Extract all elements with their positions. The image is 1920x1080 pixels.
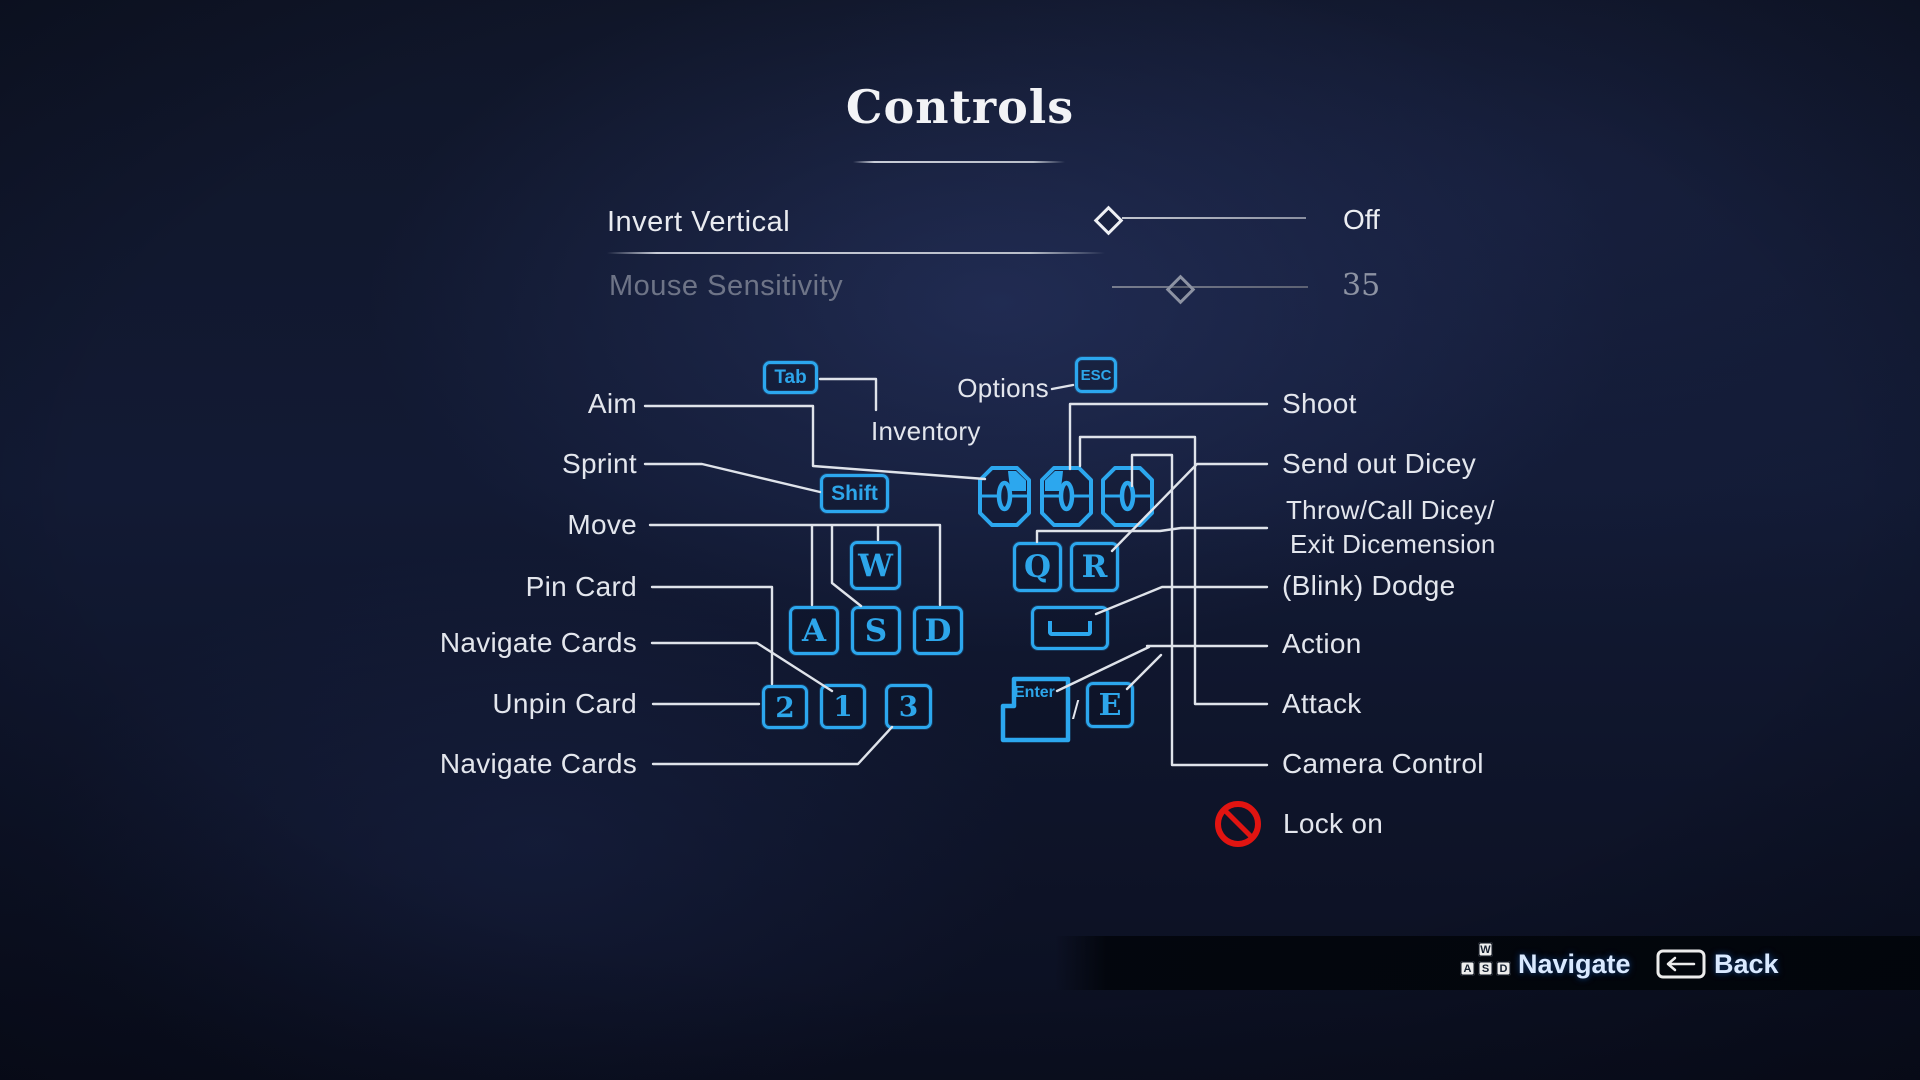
key-2: 2 [762,685,808,729]
binding-label-pin-card: Pin Card [525,571,637,602]
left-button-fill [1045,471,1063,491]
left-mouse-button-icon [1040,466,1093,527]
binding-label-aim: Aim [587,388,637,419]
line-space-to-blink-dodge [1094,585,1269,616]
key-tab: Tab [763,361,818,394]
line-navigate-cards-to-3 [651,725,894,766]
enter-key-label: Enter [1014,684,1055,701]
binding-label-lock-on: Lock on [1283,808,1384,839]
prohibition-slash [1222,808,1254,840]
key-a: A [789,606,839,655]
line-pin-card-to-2 [650,585,774,686]
invert-vertical-slider-handle[interactable] [1093,205,1124,236]
line-sprint-to-shift [643,462,822,494]
key-shift: Shift [820,474,889,513]
binding-label-navigate-cards-2: Navigate Cards [439,748,637,779]
key-w: W [850,541,901,590]
binding-label-attack: Attack [1282,688,1362,719]
wasd-a-key: A [1460,961,1475,976]
row-divider [607,252,1105,254]
binding-label-send-out-dicey: Send out Dicey [1282,448,1477,479]
setting-label: Invert Vertical [607,206,791,238]
binding-label-exit-dicemension: Exit Dicemension [1290,529,1496,559]
line-options-to-esc [1050,383,1075,391]
prohibition-icon [1215,801,1261,847]
right-button-fill [1008,471,1026,491]
line-shoot-to-lmb [1068,402,1269,471]
binding-label-throw-call-dicey: Throw/Call Dicey/ [1286,495,1495,525]
title-underline [853,161,1065,163]
key-q: Q [1013,542,1062,592]
mouse-wheel [996,480,1013,512]
right-mouse-button-icon [978,466,1031,527]
binding-label-camera-control: Camera Control [1282,748,1484,779]
setting-value: 35 [1342,268,1381,303]
footer-hint-bar: W A S D Navigate Back [1055,936,1920,990]
binding-label-sprint: Sprint [562,448,637,479]
line-tab-to-inventory [818,377,878,412]
key-s: S [851,606,901,655]
key-d: D [913,606,963,655]
key-separator-slash: / [1072,695,1080,725]
binding-label-action: Action [1282,628,1362,659]
mouse-sensitivity-slider-track[interactable] [1112,286,1308,288]
binding-label-inventory: Inventory [871,416,981,446]
backspace-key-icon [1656,949,1706,979]
setting-row-mouse-sensitivity[interactable]: Mouse Sensitivity 35 [609,268,1399,308]
line-q-to-throw-call [1035,526,1269,544]
wasd-d-key: D [1496,961,1511,976]
setting-value: Off [1343,204,1380,235]
wasd-keys-icon: W A S D [1460,941,1512,981]
invert-vertical-slider-track[interactable] [1122,217,1306,219]
page-title: Controls [845,80,1075,134]
middle-mouse-button-icon [1101,466,1154,527]
binding-label-navigate-cards: Navigate Cards [439,627,637,658]
mouse-sensitivity-slider-handle[interactable] [1165,274,1196,305]
key-esc: ESC [1075,357,1117,393]
key-e: E [1086,682,1134,728]
back-hint-label: Back [1714,949,1779,979]
binding-label-options: Options [957,373,1049,403]
navigate-hint-label: Navigate [1518,949,1631,979]
key-enter: Enter [1000,676,1072,744]
key-r: R [1070,542,1119,592]
setting-label: Mouse Sensitivity [609,270,844,302]
binding-label-move: Move [567,509,637,540]
key-3: 3 [885,684,932,729]
key-space [1031,606,1109,650]
wasd-s-key: S [1478,961,1493,976]
binding-label-blink-dodge: (Blink) Dodge [1282,570,1456,601]
mouse-wheel [1058,480,1075,512]
spacebar-icon [1048,620,1092,636]
key-1: 1 [820,684,866,729]
binding-label-shoot: Shoot [1282,388,1357,419]
binding-label-unpin-card: Unpin Card [492,688,637,719]
setting-row-invert-vertical[interactable]: Invert Vertical Off [607,204,1397,244]
wasd-w-key: W [1478,942,1493,957]
